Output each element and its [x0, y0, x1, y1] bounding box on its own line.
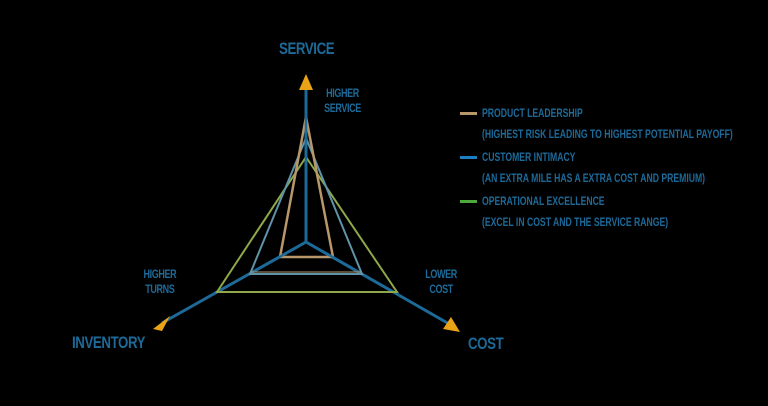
legend-title: OPERATIONAL EXCELLENCE [482, 194, 605, 208]
legend-description: (EXCEL IN COST AND THE SERVICE RANGE) [482, 215, 669, 229]
service-arrow-icon [299, 74, 313, 90]
legend-title: CUSTOMER INTIMACY [482, 150, 576, 164]
operational-excellence-swatch [460, 200, 477, 203]
customer-intimacy-swatch [460, 156, 477, 159]
legend-title: PRODUCT LEADERSHIP [482, 106, 583, 120]
product-leadership-triangle [278, 116, 335, 259]
customer-intimacy-triangle [248, 135, 364, 275]
operational-excellence-triangle [215, 155, 399, 293]
inventory-axis-label: INVENTORY [72, 333, 146, 352]
cost-arrow-icon [443, 317, 460, 332]
product-leadership-swatch [460, 112, 477, 115]
service-axis-label: SERVICE [279, 39, 335, 58]
inventory-arrow-icon [153, 316, 170, 331]
higher-turns-label: HIGHER TURNS [143, 267, 177, 296]
legend-description: (AN EXTRA MILE HAS A EXTRA COST AND PREM… [482, 171, 706, 185]
legend-description: (HIGHEST RISK LEADING TO HIGHEST POTENTI… [482, 127, 733, 141]
higher-service-label: HIGHER SERVICE [324, 86, 361, 115]
lower-cost-label: LOWER COST [425, 267, 457, 296]
cost-axis-label: COST [468, 334, 504, 353]
